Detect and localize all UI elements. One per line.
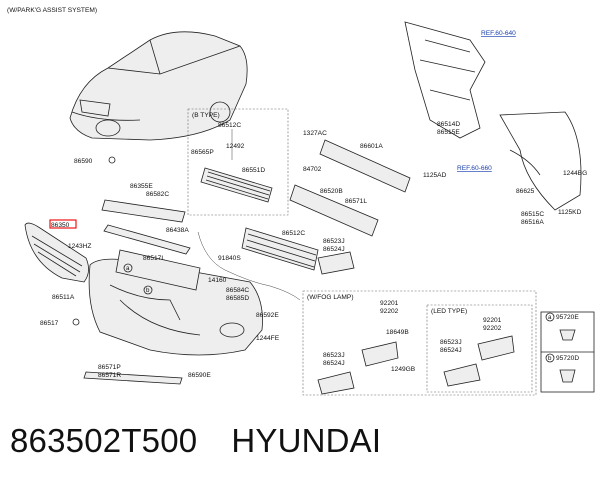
label-86524J-fog: 86524J xyxy=(323,360,345,367)
header-note: (W/PARK'G ASSIST SYSTEM) xyxy=(7,7,97,14)
ref-60-640[interactable]: REF.60-640 xyxy=(481,30,516,37)
label-86438A: 86438A xyxy=(166,227,189,234)
clip-d-icon xyxy=(559,369,576,383)
label-86565P: 86565P xyxy=(191,149,214,156)
label-14160: 14160 xyxy=(208,277,227,284)
led-lamp xyxy=(477,335,515,361)
svg-text:a: a xyxy=(126,265,130,272)
parts-diagram: (W/PARK'G ASSIST SYSTEM) (B TYPE) 86512C… xyxy=(7,7,595,396)
label-91840S: 91840S xyxy=(218,255,241,262)
fog-lamp xyxy=(361,341,399,367)
fog-cover xyxy=(317,251,355,275)
caption-part-number: 863502T500 xyxy=(10,422,198,459)
wiring-harness xyxy=(197,231,301,301)
label-86350: 86350 xyxy=(51,222,70,229)
label-86571P: 86571P xyxy=(98,364,121,371)
fog-bezel xyxy=(317,371,355,395)
label-86520B: 86520B xyxy=(320,188,343,195)
label-1125KD: 1125KD xyxy=(558,209,582,216)
bracket-upper xyxy=(115,249,201,291)
energy-absorber xyxy=(289,184,379,237)
label-86584C: 86584C xyxy=(226,287,249,294)
label-86601A: 86601A xyxy=(360,143,383,150)
label-86592E: 86592E xyxy=(256,312,279,319)
label-1327AC: 1327AC xyxy=(303,130,327,137)
label-92201-led: 92201 xyxy=(483,317,502,324)
highlight-86350 xyxy=(49,219,77,229)
label-1244BG: 1244BG xyxy=(563,170,587,177)
front-grille xyxy=(24,222,89,283)
label-95720D: 95720D xyxy=(556,355,579,362)
fog-lamp-label: (W/FOG LAMP) xyxy=(307,294,354,301)
label-18649B: 18649B xyxy=(386,329,409,336)
label-86523J-led: 86523J xyxy=(440,339,462,346)
label-86515C: 86515C xyxy=(521,211,544,218)
label-12492: 12492 xyxy=(226,143,245,150)
led-type-label: (LED TYPE) xyxy=(431,308,467,315)
label-86585D: 86585D xyxy=(226,295,249,302)
label-86523J: 86523J xyxy=(323,238,345,245)
clip-e-icon xyxy=(559,329,576,341)
label-86582C: 86582C xyxy=(146,191,169,198)
radiator-support xyxy=(404,21,486,139)
led-bezel xyxy=(443,363,481,387)
fog-lamp-box xyxy=(302,290,537,396)
label-84702: 84702 xyxy=(303,166,322,173)
label-86514D: 86514D xyxy=(437,121,460,128)
front-fender xyxy=(499,111,582,211)
label-1125AD: 1125AD xyxy=(423,172,447,179)
label-86511A: 86511A xyxy=(52,294,75,301)
bumper-beam xyxy=(319,139,411,193)
callout-b-legend xyxy=(545,353,555,363)
label-86571R: 86571R xyxy=(98,372,121,379)
svg-text:b: b xyxy=(548,355,552,362)
lower-strip xyxy=(83,371,183,385)
upper-trim xyxy=(101,199,186,223)
label-86512C-top: 86512C xyxy=(218,122,241,129)
b-type-label: (B TYPE) xyxy=(192,112,220,119)
label-86517: 86517 xyxy=(40,320,59,327)
label-86590: 86590 xyxy=(74,158,93,165)
label-92201: 92201 xyxy=(380,300,399,307)
callout-a-legend xyxy=(545,312,555,322)
label-86524J-led: 86524J xyxy=(440,347,462,354)
car-illustration xyxy=(69,31,248,141)
svg-text:b: b xyxy=(146,287,150,294)
label-86524J: 86524J xyxy=(323,246,345,253)
label-86625: 86625 xyxy=(516,188,535,195)
label-1243HZ: 1243HZ xyxy=(68,243,91,250)
label-86355E: 86355E xyxy=(130,183,153,190)
chrome-strip xyxy=(103,224,191,255)
svg-text:a: a xyxy=(548,314,552,321)
label-92202-led: 92202 xyxy=(483,325,502,332)
label-86551D: 86551D xyxy=(242,167,265,174)
callout-b-bumper xyxy=(143,285,153,295)
ref-60-660[interactable]: REF.60-660 xyxy=(457,165,492,172)
label-86516A: 86516A xyxy=(521,219,544,226)
b-type-box xyxy=(187,108,289,216)
label-1244FE: 1244FE xyxy=(256,335,280,342)
label-86590E: 86590E xyxy=(188,372,211,379)
label-92202: 92202 xyxy=(380,308,399,315)
callout-a-bumper xyxy=(123,263,133,273)
label-86517L: 86517L xyxy=(143,255,165,262)
lower-grille xyxy=(241,227,319,271)
label-86515E: 86515E xyxy=(437,129,460,136)
label-95720E: 95720E xyxy=(556,314,579,321)
caption: 863502T500 HYUNDAI xyxy=(10,422,415,460)
label-86512C: 86512C xyxy=(282,230,305,237)
led-type-box xyxy=(426,304,533,393)
label-1249GB: 1249GB xyxy=(391,366,416,373)
caption-brand: HYUNDAI xyxy=(231,422,382,459)
label-86523J-fog: 86523J xyxy=(323,352,345,359)
label-86571L: 86571L xyxy=(345,198,367,205)
